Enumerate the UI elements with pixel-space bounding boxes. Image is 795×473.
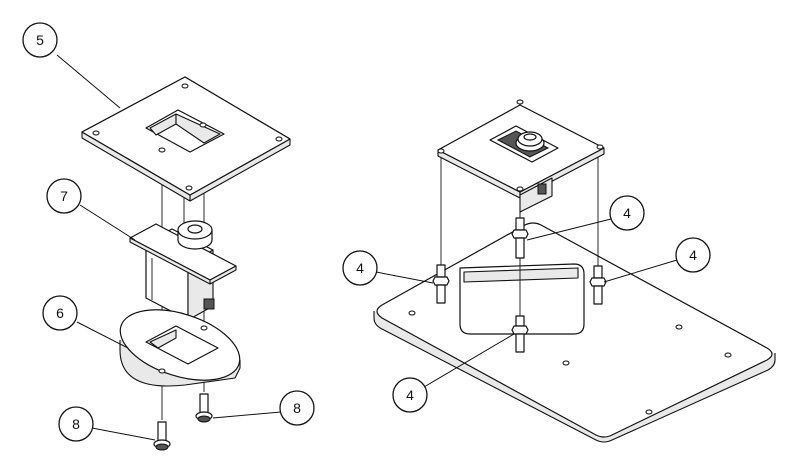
standoff-bottom: [511, 315, 529, 353]
left-exploded-view: [81, 76, 291, 451]
callout-4-bottom: 4: [392, 333, 515, 413]
callout-8-right: 8: [212, 390, 315, 426]
screw-part-8-left: [153, 421, 171, 451]
servo-mount-part-6: [119, 309, 241, 387]
callout-label: 8: [72, 416, 80, 432]
callout-4-top: 4: [526, 195, 645, 241]
callout-7: 7: [46, 178, 136, 241]
callout-label: 7: [60, 188, 68, 204]
callout-6: 6: [42, 295, 129, 349]
standoff-left: [432, 264, 450, 304]
callout-4-right: 4: [603, 237, 711, 283]
callout-label: 4: [689, 247, 697, 263]
screw-part-8-right: [195, 393, 213, 423]
callout-label: 4: [356, 260, 364, 276]
servo-part-7: [129, 220, 237, 321]
callout-label: 4: [623, 205, 631, 221]
callout-5: 5: [22, 22, 121, 109]
callout-label: 8: [293, 400, 301, 416]
mini-top-plate: [437, 99, 605, 213]
right-assembled-view: [373, 99, 776, 443]
callout-label: 4: [406, 387, 414, 403]
callout-8-left: 8: [58, 406, 156, 442]
top-plate-part-5: [81, 76, 291, 202]
callout-label: 5: [36, 32, 44, 48]
standoff-right: [589, 265, 607, 305]
callout-label: 6: [56, 305, 64, 321]
base-plate: [373, 222, 776, 443]
standoff-top: [511, 217, 529, 259]
callout-4-left: 4: [342, 250, 434, 286]
